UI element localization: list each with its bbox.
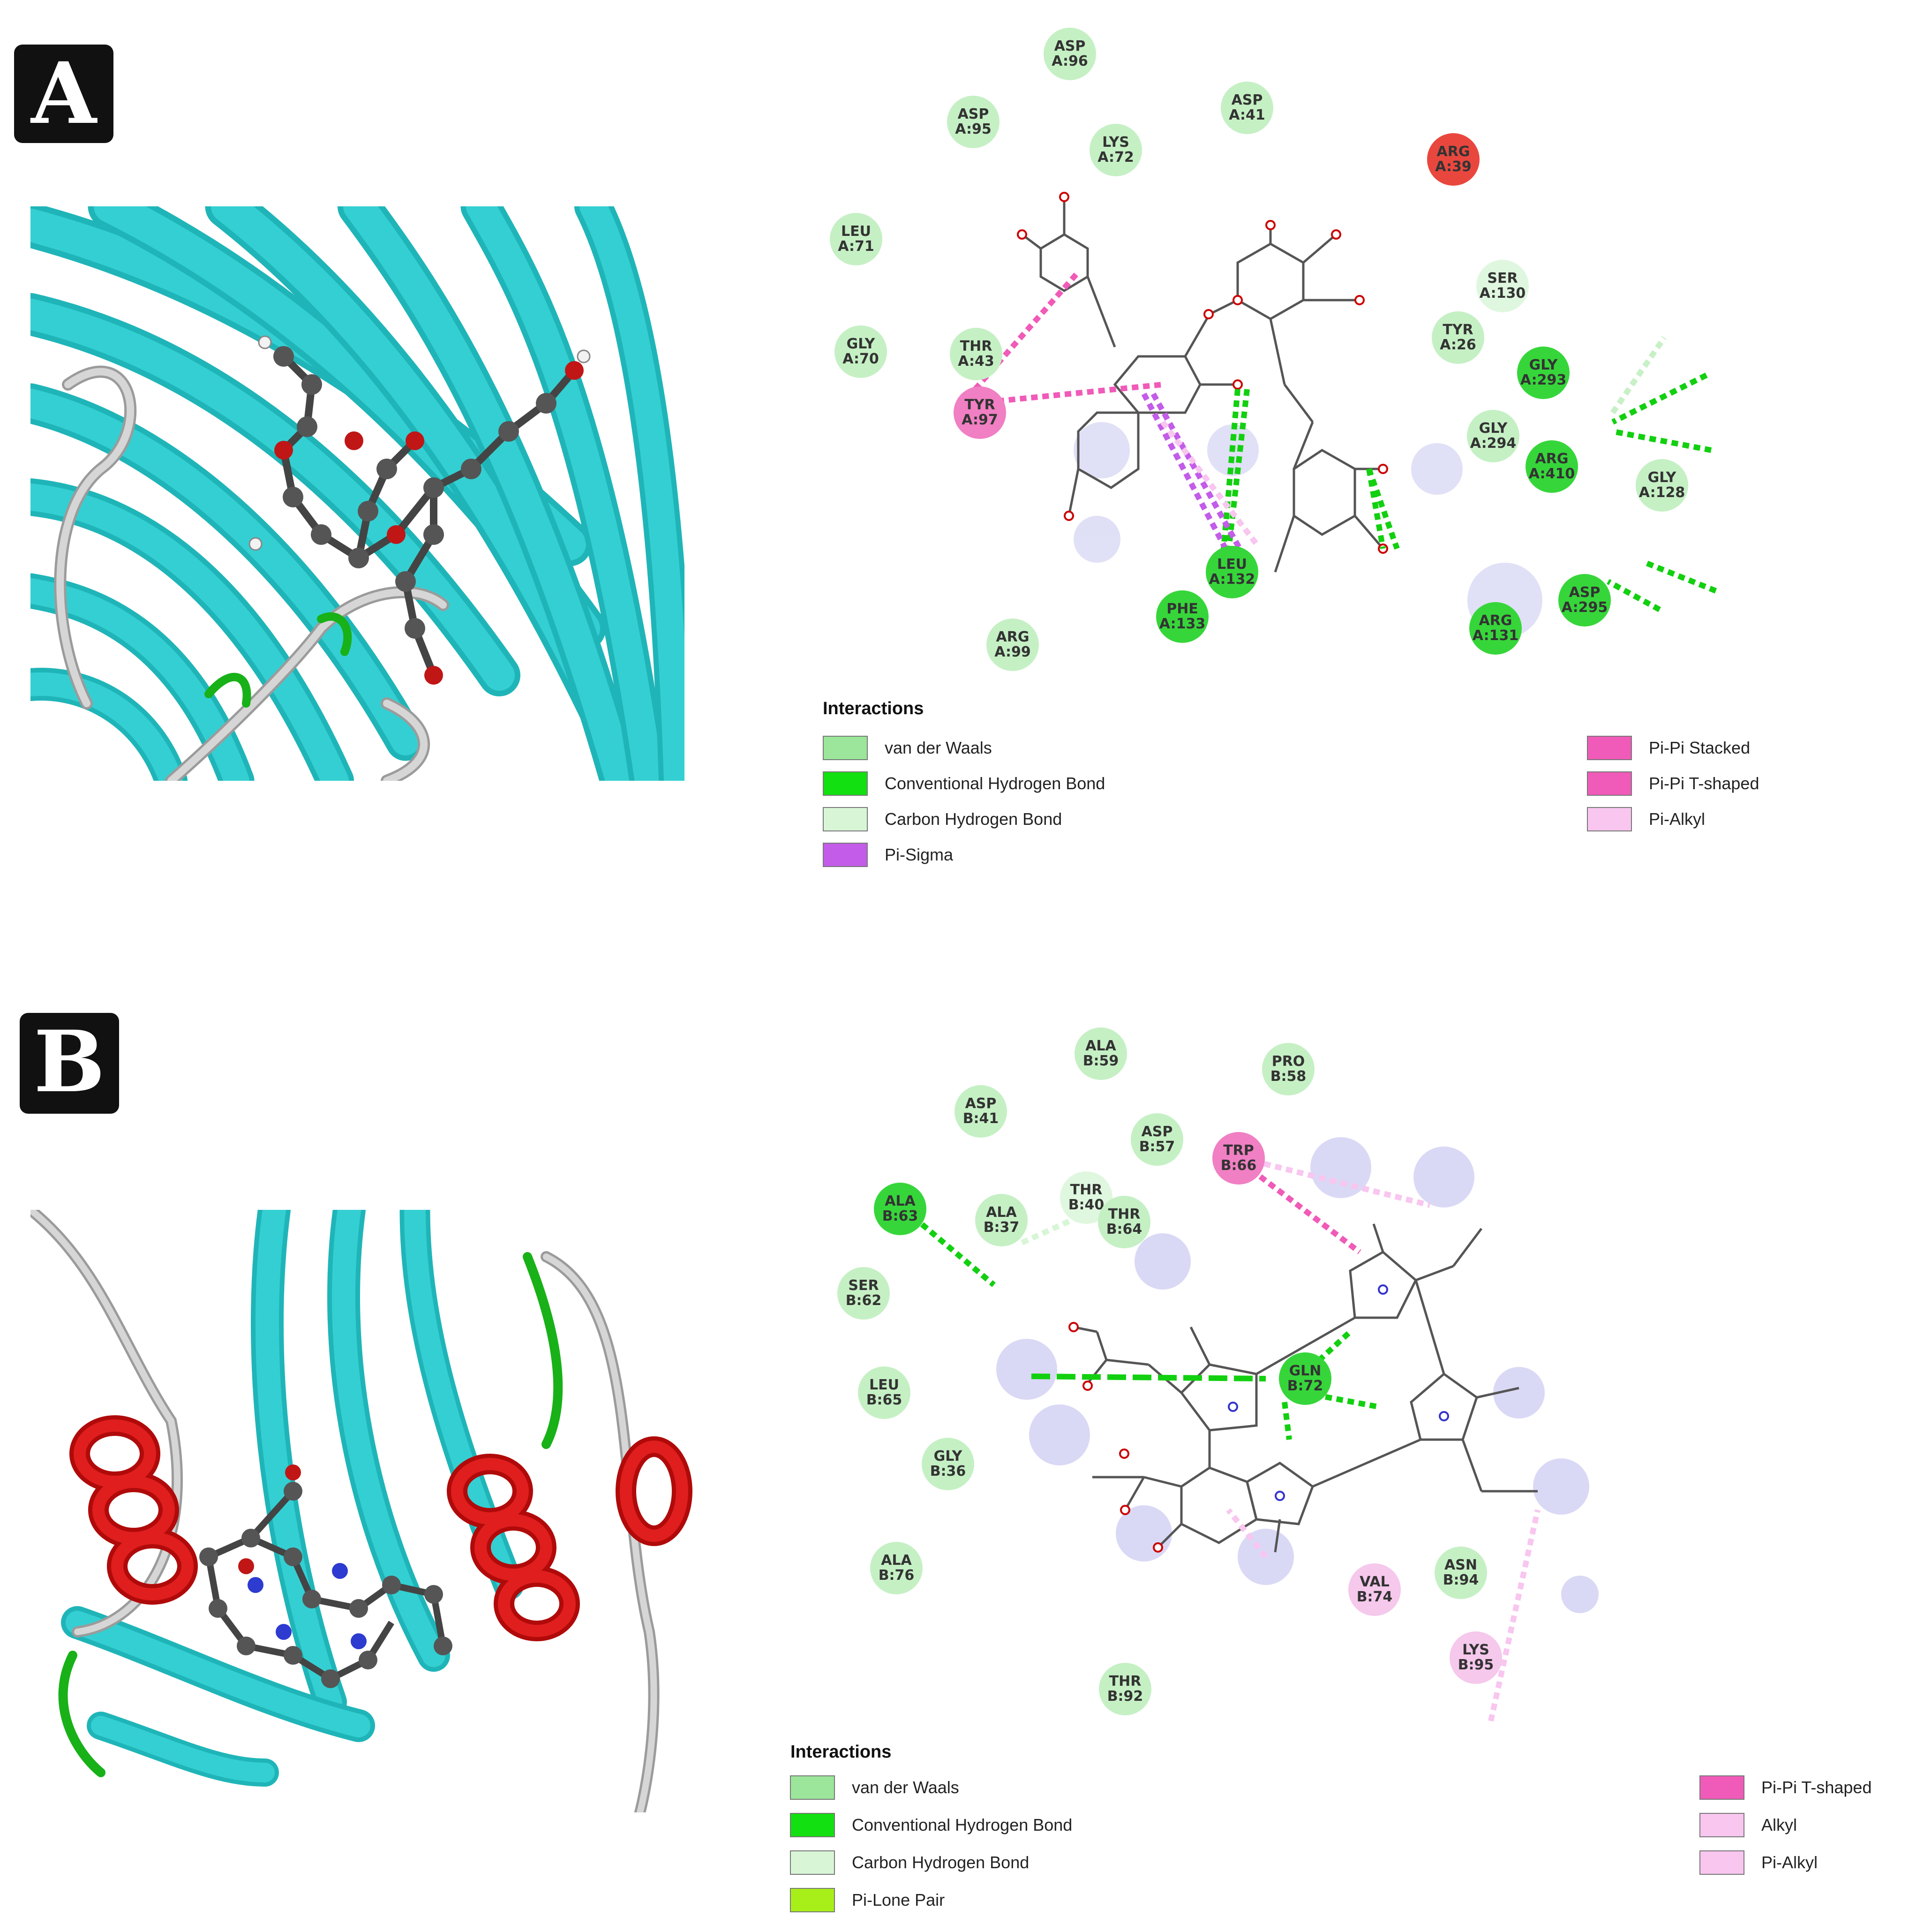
legend-swatch bbox=[1587, 807, 1632, 831]
legend-swatch bbox=[823, 771, 868, 796]
legend-swatch bbox=[1699, 1850, 1744, 1875]
residue-leu-a132: LEU A:132 bbox=[1206, 546, 1258, 598]
residue-asn-b94: ASN B:94 bbox=[1435, 1547, 1487, 1599]
panel-b-interaction-diagram: ALA B:59 PRO B:58 ASP B:41 ASP B:57 TRP … bbox=[759, 1018, 1909, 1815]
residue-thr-b92: THR B:92 bbox=[1099, 1663, 1151, 1715]
residue-asp-a96: ASP A:96 bbox=[1044, 28, 1096, 80]
legend-swatch bbox=[1699, 1813, 1744, 1837]
legend-item-conventional-hbond: Conventional Hydrogen Bond bbox=[823, 770, 1105, 798]
legend-item-pi-pi-t-shaped: Pi-Pi T-shaped bbox=[1587, 770, 1759, 798]
residue-arg-a131: ARG A:131 bbox=[1469, 602, 1522, 655]
panel-b-ligand-structure bbox=[903, 1137, 1599, 1722]
panel-b-legend-title: Interactions bbox=[790, 1742, 892, 1762]
legend-item-pi-alkyl: Pi-Alkyl bbox=[1699, 1849, 1818, 1877]
residue-asp-b57: ASP B:57 bbox=[1131, 1113, 1183, 1166]
legend-item-pi-lone-pair: Pi-Lone Pair bbox=[790, 1886, 945, 1914]
legend-swatch bbox=[823, 736, 868, 760]
residue-asp-a95: ASP A:95 bbox=[947, 96, 1000, 148]
legend-swatch bbox=[1587, 771, 1632, 796]
residue-arg-a410: ARG A:410 bbox=[1526, 440, 1578, 493]
residue-gly-a293: GLY A:293 bbox=[1517, 347, 1570, 399]
residue-tyr-a26: TYR A:26 bbox=[1432, 311, 1484, 364]
legend-item-carbon-hbond: Carbon Hydrogen Bond bbox=[790, 1849, 1029, 1877]
panel-b-label: B bbox=[20, 1013, 119, 1114]
legend-swatch bbox=[790, 1850, 835, 1875]
legend-swatch bbox=[1587, 736, 1632, 760]
legend-title: Interactions bbox=[823, 699, 924, 718]
residue-gly-a294: GLY A:294 bbox=[1467, 410, 1519, 462]
legend-swatch bbox=[790, 1888, 835, 1912]
residue-thr-b64: THR B:64 bbox=[1098, 1196, 1150, 1248]
residue-leu-a71: LEU A:71 bbox=[830, 213, 882, 265]
residue-phe-a133: PHE A:133 bbox=[1156, 590, 1209, 643]
panel-a-label: A bbox=[14, 45, 113, 143]
residue-ser-a130: SER A:130 bbox=[1476, 260, 1529, 312]
legend-item-van-der-waals: van der Waals bbox=[823, 734, 992, 762]
residue-val-b74: VAL B:74 bbox=[1348, 1563, 1401, 1616]
residue-ala-b59: ALA B:59 bbox=[1075, 1027, 1127, 1080]
residue-pro-b58: PRO B:58 bbox=[1262, 1043, 1315, 1095]
residue-gly-a70: GLY A:70 bbox=[834, 325, 887, 378]
residue-ala-b37: ALA B:37 bbox=[975, 1194, 1028, 1246]
panel-a-3d-structure bbox=[30, 206, 684, 781]
legend-swatch bbox=[823, 807, 868, 831]
legend-swatch bbox=[790, 1813, 835, 1837]
panel-b-3d-structure bbox=[30, 1210, 710, 1812]
legend-item-van-der-waals: van der Waals bbox=[790, 1774, 959, 1802]
legend-item-pi-pi-stacked: Pi-Pi Stacked bbox=[1587, 734, 1750, 762]
legend-item-pi-alkyl: Pi-Alkyl bbox=[1587, 805, 1705, 833]
residue-thr-a43: THR A:43 bbox=[950, 328, 1002, 380]
legend-swatch bbox=[823, 843, 868, 867]
residue-lys-a72: LYS A:72 bbox=[1090, 124, 1142, 176]
residue-arg-a99: ARG A:99 bbox=[986, 619, 1039, 671]
residue-ala-b76: ALA B:76 bbox=[870, 1542, 923, 1594]
residue-trp-b66: TRP B:66 bbox=[1212, 1132, 1265, 1185]
residue-asp-b41: ASP B:41 bbox=[954, 1085, 1007, 1138]
residue-gly-a128: GLY A:128 bbox=[1636, 459, 1688, 512]
residue-ser-b62: SER B:62 bbox=[837, 1267, 890, 1320]
legend-swatch bbox=[1699, 1775, 1744, 1800]
residue-lys-b95: LYS B:95 bbox=[1450, 1631, 1502, 1684]
residue-asp-a295: ASP A:295 bbox=[1558, 574, 1611, 626]
panel-a-ligand-structure bbox=[973, 192, 1717, 638]
residue-arg-a39: ARG A:39 bbox=[1427, 133, 1480, 186]
residue-asp-a41: ASP A:41 bbox=[1221, 82, 1273, 134]
residue-gln-b72: GLN B:72 bbox=[1279, 1352, 1331, 1405]
legend-item-pi-sigma: Pi-Sigma bbox=[823, 841, 953, 869]
residue-leu-b65: LEU B:65 bbox=[858, 1366, 910, 1419]
legend-item-conventional-hbond: Conventional Hydrogen Bond bbox=[790, 1811, 1072, 1839]
panel-a-interaction-diagram: ASP A:96 ASP A:95 LYS A:72 ASP A:41 ARG … bbox=[759, 0, 1909, 732]
legend-item-alkyl: Alkyl bbox=[1699, 1811, 1797, 1839]
legend-item-pi-pi-t-shaped: Pi-Pi T-shaped bbox=[1699, 1774, 1871, 1802]
residue-gly-b36: GLY B:36 bbox=[922, 1438, 974, 1490]
residue-ala-b63: ALA B:63 bbox=[874, 1183, 926, 1235]
legend-swatch bbox=[790, 1775, 835, 1800]
legend-item-carbon-hbond: Carbon Hydrogen Bond bbox=[823, 805, 1062, 833]
residue-tyr-a97: TYR A:97 bbox=[954, 386, 1006, 439]
